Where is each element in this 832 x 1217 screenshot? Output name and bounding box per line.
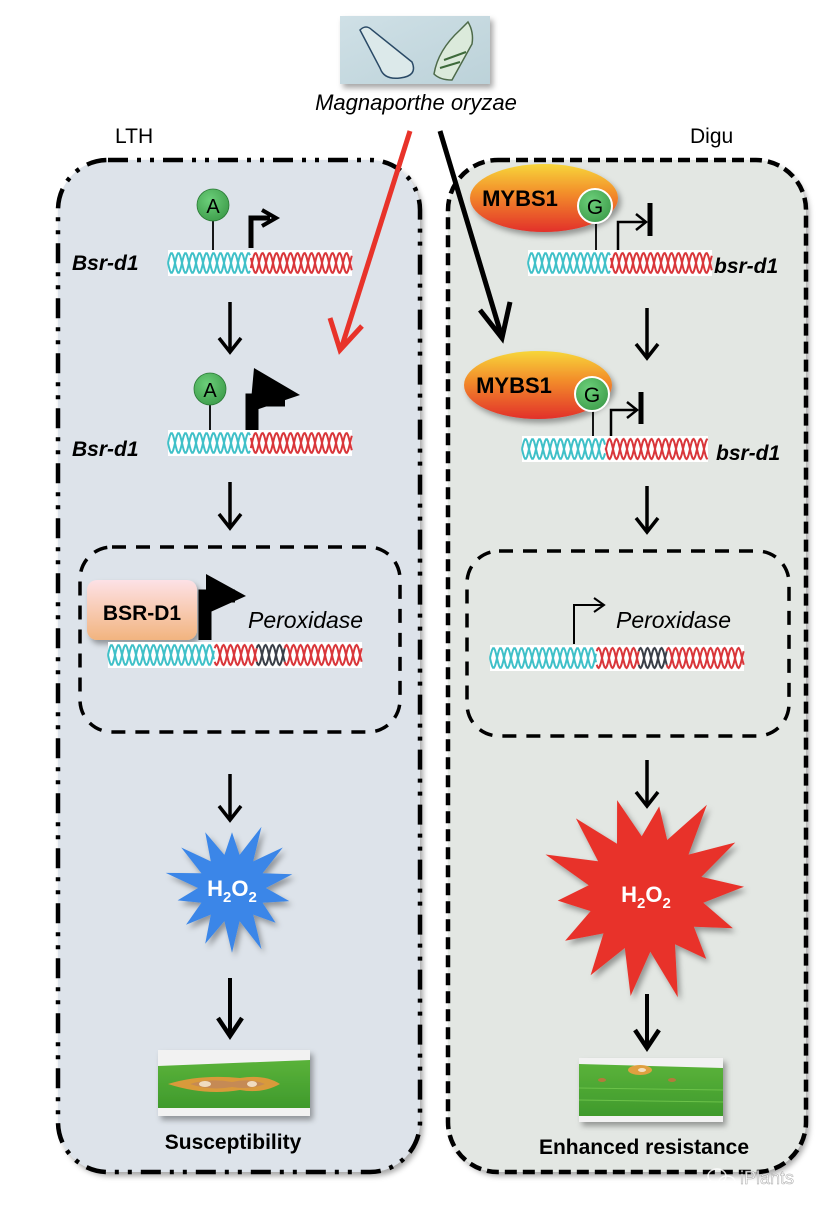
target-gene-label: Peroxidase	[616, 607, 731, 633]
spore-2	[433, 20, 474, 81]
outcome-label: Enhanced resistance	[539, 1136, 749, 1159]
repressor-label: MYBS1	[476, 373, 552, 398]
dna-promoter-strand	[489, 647, 597, 669]
down-arrow-icon	[217, 302, 243, 355]
snp-marker	[196, 188, 230, 222]
watermark-text: iPlants	[740, 1168, 794, 1188]
dna-gene-strand	[609, 251, 713, 275]
snp-allele: G	[584, 384, 600, 407]
dna-promoter-strand	[107, 644, 215, 666]
promoter-arrow-icon	[248, 215, 270, 248]
down-arrow-icon	[217, 774, 243, 823]
dna-gene-strand	[213, 643, 258, 667]
resistant-leaf-photo	[578, 1058, 724, 1122]
down-arrow-icon	[634, 486, 660, 535]
dna-helix	[167, 250, 353, 276]
dna-dark-segment	[255, 643, 286, 667]
pathogen-name: Magnaporthe oryzae	[315, 90, 517, 115]
dna-gene-strand	[604, 437, 709, 461]
dna-gene-strand	[283, 643, 363, 667]
gene-label: Bsr-d1	[72, 438, 139, 461]
digu-panel-border	[445, 157, 809, 1175]
susceptible-leaf-photo	[158, 1050, 310, 1116]
dna-gene-strand	[249, 251, 353, 275]
digu-label: Digu	[690, 125, 733, 148]
down-arrow-icon	[634, 308, 660, 361]
peroxidase-box	[465, 549, 791, 738]
snp-allele: A	[206, 196, 220, 218]
dna-dark-segment	[637, 646, 668, 670]
dna-helix	[167, 430, 353, 456]
watermark: iPlants	[707, 1168, 794, 1189]
mybs1-protein	[464, 351, 612, 419]
down-arrow-icon	[217, 482, 243, 531]
snp-marker	[577, 188, 613, 224]
dna-gene-strand	[213, 643, 258, 667]
dna-helix	[489, 645, 745, 671]
blocked-promoter-icon	[609, 408, 636, 436]
outcome-label: Susceptibility	[165, 1131, 302, 1154]
dna-gene-strand	[595, 646, 640, 670]
lth-peroxidase-row: BSR-D1 Peroxidase	[87, 574, 363, 668]
dna-gene-strand	[665, 646, 745, 670]
snp-marker	[193, 372, 227, 406]
dna-promoter-strand	[107, 644, 215, 666]
infection-arrow-lth	[327, 130, 413, 355]
dna-helix	[107, 642, 363, 668]
dna-helix	[527, 250, 713, 276]
down-arrow-icon	[633, 994, 661, 1053]
dna-promoter-strand	[167, 252, 251, 274]
gene-label: bsr-d1	[716, 442, 780, 465]
lth-panel-border	[55, 157, 423, 1175]
spores-photo	[340, 16, 490, 84]
dna-promoter-strand	[521, 438, 606, 460]
dna-gene-strand	[665, 646, 745, 670]
dna-dark-segment	[255, 643, 286, 667]
infection-arrow-digu	[437, 130, 513, 344]
blocked-promoter-icon	[616, 220, 645, 250]
gene-label: Bsr-d1	[72, 252, 139, 275]
peroxidase-box	[78, 545, 402, 734]
protein-label: BSR-D1	[103, 602, 181, 625]
snp-allele: A	[203, 380, 217, 402]
dna-promoter-strand	[489, 647, 597, 669]
dna-gene-strand	[249, 431, 353, 455]
spore-1	[359, 26, 415, 80]
h2o2-label: H2O2	[207, 876, 257, 906]
h2o2-label: H2O2	[621, 882, 671, 912]
lth-label: LTH	[115, 125, 153, 148]
gene-label: bsr-d1	[714, 255, 778, 278]
dna-dark-segment	[637, 646, 668, 670]
dna-gene-strand	[604, 437, 709, 461]
dna-gene-strand	[283, 643, 363, 667]
h2o2-burst-icon	[545, 800, 744, 998]
down-arrow-icon	[216, 978, 244, 1041]
lth-gene-row-1: A Bsr-d1	[72, 188, 353, 276]
dna-promoter-strand	[167, 432, 251, 454]
snp-marker	[574, 376, 610, 412]
lth-gene-row-2: A Bsr-d1	[72, 368, 353, 461]
digu-peroxidase-row: Peroxidase	[489, 597, 745, 671]
h2o2-burst-icon	[165, 826, 293, 953]
repressor-label: MYBS1	[482, 186, 558, 211]
digu-gene-row-1: MYBS1 G bsr-d1	[470, 164, 778, 278]
weak-promoter-arrow-icon	[573, 604, 603, 644]
dna-helix	[521, 436, 709, 462]
dna-gene-strand	[595, 646, 640, 670]
bsr-d1-protein	[87, 580, 197, 640]
target-gene-label: Peroxidase	[248, 607, 363, 633]
dna-promoter-strand	[527, 252, 611, 274]
snp-allele: G	[587, 196, 603, 219]
digu-gene-row-2: MYBS1 G bsr-d1	[464, 351, 780, 465]
down-arrow-icon	[634, 760, 660, 809]
